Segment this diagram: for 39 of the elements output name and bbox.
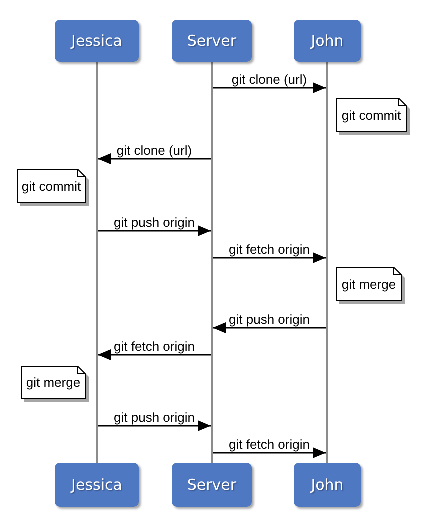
message-label: git push origin — [229, 313, 310, 327]
participant-box — [172, 463, 252, 507]
participant-name: Server — [187, 32, 237, 50]
lifeline — [326, 62, 328, 463]
participant-box — [172, 20, 252, 62]
note-text: git commit — [340, 106, 402, 125]
participant-name: Jessica — [72, 476, 122, 494]
message-arrow — [98, 226, 211, 236]
participant-name: Jessica — [72, 32, 122, 50]
note-text: git merge — [25, 374, 82, 392]
participant-name: John — [311, 32, 344, 50]
participant-box — [55, 20, 139, 62]
message-label: git push origin — [114, 216, 195, 230]
lifeline — [211, 62, 213, 463]
message-arrow — [213, 448, 326, 458]
message-arrow — [98, 350, 211, 360]
message-label: git fetch origin — [229, 243, 310, 257]
message-arrow — [98, 420, 211, 432]
participant-name: John — [311, 476, 344, 494]
note-box — [336, 267, 405, 304]
participant-box — [294, 20, 361, 62]
participant-box — [55, 463, 139, 507]
message-label: git clone (url) — [232, 73, 308, 87]
message-arrow — [213, 82, 326, 94]
message-label: git push origin — [114, 411, 195, 425]
participant-name: Server — [187, 476, 237, 494]
message-arrow — [213, 322, 326, 334]
message-arrow — [213, 252, 326, 264]
message-arrow — [98, 154, 211, 164]
message-label: git fetch origin — [229, 438, 310, 452]
message-label: git fetch origin — [114, 340, 195, 354]
participant-box — [294, 463, 361, 507]
lifeline — [96, 62, 98, 463]
note-box — [336, 98, 410, 135]
note-box — [17, 169, 89, 206]
note-text: git commit — [20, 178, 82, 196]
message-label: git clone (url) — [116, 144, 192, 158]
note-text: git merge — [340, 276, 398, 294]
note-box — [21, 366, 89, 402]
